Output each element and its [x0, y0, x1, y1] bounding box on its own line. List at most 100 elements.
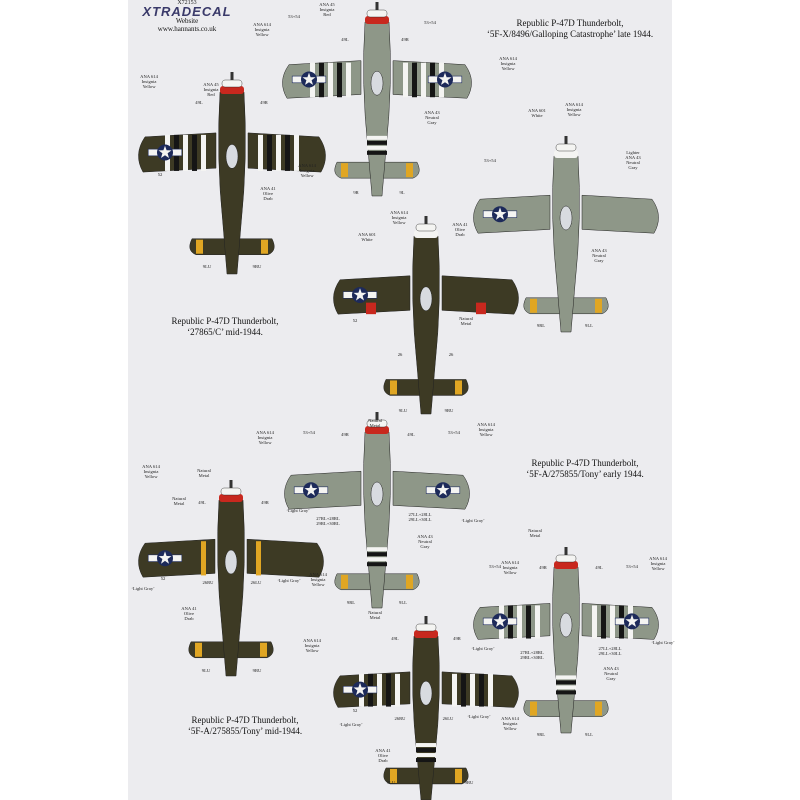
callout-lg-c3b: ‘Light Gray’	[467, 714, 491, 719]
callout-n49l-m2: 49L	[407, 432, 415, 437]
callout-n26-c1a: 26	[397, 352, 403, 357]
callout-a614-l3b: ANA 614 Insignia Yellow	[309, 572, 327, 587]
callout-n9ru-l3: 9RU	[252, 668, 262, 673]
plane-mid-2	[284, 412, 470, 609]
callout-a614-r3l: ANA 614 Insignia Yellow	[501, 560, 519, 575]
callout-n9lu-l1: 9LU	[202, 264, 212, 269]
callout-n9lu-c3: 9LU	[386, 780, 396, 785]
callout-n26ru-c3: 26RU	[394, 716, 406, 721]
callout-n53-54-top: 53+54	[288, 14, 300, 19]
callout-n53-54-r3r: 53+54	[626, 564, 638, 569]
callout-a614-r1: ANA 614 Insignia Yellow	[565, 102, 583, 117]
callout-n52-l1: 52	[157, 172, 163, 177]
callout-a614-m2r: ANA 614 Insignia Yellow	[477, 422, 495, 437]
callout-n53-54-top-r: 53+54	[424, 20, 436, 25]
callout-n49l-l3: 49L	[198, 500, 206, 505]
callout-codes-r3: 27RL+28RL 29RL+30RL	[520, 650, 544, 660]
callout-n52-c3: 52	[352, 708, 358, 713]
callout-codes-m2l: 27RL+28RL 29RL+30RL	[316, 516, 340, 526]
plane-center-3	[333, 616, 519, 800]
callout-n49l-top: 49L	[341, 37, 349, 42]
callout-lg-c3a: ‘Light Gray’	[339, 722, 363, 727]
callout-n49l-r3: 49L	[595, 565, 603, 570]
callout-n9lu-l3: 9LU	[201, 668, 211, 673]
callout-a614-top-l: ANA 614 Insignia Yellow	[253, 22, 271, 37]
callout-lg-r3r: ‘Light Gray’	[651, 640, 675, 645]
callout-a41-c1: ANA 41 Olive Drab	[452, 222, 468, 237]
product-code: X72153	[177, 0, 197, 6]
callout-n49r-l3: 49R	[261, 500, 269, 505]
callout-natural-l3a: Natural Metal	[197, 468, 211, 478]
website-label: Website	[175, 17, 199, 25]
callout-n49l-l1: 49L	[195, 100, 203, 105]
callout-lighter-r1: Lighter ANA 43 Neutral Gray	[625, 150, 641, 170]
plane-center-1	[333, 216, 519, 415]
callout-n26-c1b: 26	[448, 352, 454, 357]
callout-n26ru-l3: 26RU	[202, 580, 214, 585]
callout-n49r-top: 49R	[401, 37, 409, 42]
callout-codes-r3b: 27LL+28LL 29LL+30LL	[598, 646, 622, 656]
callout-n52-l3: 52	[160, 576, 166, 581]
callout-a614-c1: ANA 614 Insignia Yellow	[390, 210, 408, 225]
callout-natural-l3b: Natural Metal	[172, 496, 186, 506]
callout-n9l-top: 9L	[399, 190, 405, 195]
callout-n9r-top: 9R	[353, 190, 359, 195]
callout-a43-r1: ANA 43 Neutral Gray	[591, 248, 607, 263]
callout-a614-c3: ANA 614 Insignia Yellow	[303, 638, 321, 653]
callout-a41-l1: ANA 41 Olive Drab	[260, 186, 276, 201]
callout-a614-c3b: ANA 614 Insignia Yellow	[501, 716, 519, 731]
callout-a614-r3r: ANA 614 Insignia Yellow	[649, 556, 667, 571]
callout-a45-red-l1: ANA 45 Insignia Red	[203, 82, 219, 97]
callout-a614-m2l: ANA 614 Insignia Yellow	[256, 430, 274, 445]
callout-n9ll-r3: 9LL	[585, 732, 593, 737]
callout-natural-c3: Natural Metal	[368, 610, 382, 620]
callout-codes-m2r: 27LL+28LL 29LL+30LL	[408, 512, 432, 522]
callout-n53-54-m2l: 53+54	[303, 430, 315, 435]
callout-a601-c1: ANA 601 White	[358, 232, 376, 242]
callout-lg-l3b: ‘Light Gray’	[277, 578, 301, 583]
callout-a43-m2: ANA 43 Neutral Gray	[417, 534, 433, 549]
callout-n9rl-m2: 9RL	[346, 600, 356, 605]
callout-a614-top-mid: ANA 614 Insignia Yellow	[298, 163, 316, 178]
callout-n9rl-r3: 9RL	[536, 732, 546, 737]
callout-n9rl-r1: 9RL	[536, 323, 546, 328]
plane-top-center	[282, 2, 472, 197]
callout-n53-54-r3l: 53+54	[489, 564, 501, 569]
callout-n9ru-c1: 9RU	[444, 408, 454, 413]
title-tony-mid: Republic P-47D Thunderbolt, ‘5F-A/275855…	[187, 715, 303, 736]
plane-right-3	[473, 547, 659, 734]
callout-n53-54-r1: 53+54	[484, 158, 496, 163]
callout-natural-c1: Natural Metal	[459, 316, 473, 326]
callout-a43-gray-top: ANA 43 Neutral Gray	[424, 110, 440, 125]
plane-left-3	[138, 480, 324, 677]
callout-a41-l3: ANA 41 Olive Drab	[181, 606, 197, 621]
plane-right-1	[473, 136, 659, 333]
title-galloping-catastrophe: Republic P-47D Thunderbolt, ‘5F-X/8496/G…	[486, 18, 654, 39]
callout-a45-red-top: ANA 45 Insignia Red	[319, 2, 335, 17]
brand-logo: XTRADECAL	[142, 4, 232, 19]
website-url[interactable]: www.hannants.co.uk	[157, 25, 217, 33]
callout-n53-54-m2r: 53+54	[448, 430, 460, 435]
callout-n49r-m2: 49R	[341, 432, 349, 437]
callout-n9ru-c3: 9RU	[464, 780, 474, 785]
title-27865-c: Republic P-47D Thunderbolt, ‘27865/C’ mi…	[171, 316, 279, 337]
brand-block: X72153 XTRADECAL Website www.hannants.co…	[132, 0, 242, 33]
callout-n49r-l1: 49R	[260, 100, 268, 105]
callout-n49r-c3: 49R	[453, 636, 461, 641]
callout-n26lu-l3: 26LU	[250, 580, 262, 585]
callout-a614-l3: ANA 614 Insignia Yellow	[142, 464, 160, 479]
callout-lg-m2r: ‘Light Gray’	[461, 518, 485, 523]
callout-n9ll-m2: 9LL	[399, 600, 407, 605]
title-tony-early: Republic P-47D Thunderbolt, ‘5F-A/275855…	[526, 458, 644, 479]
callout-a614-l1: ANA 614 Insignia Yellow	[140, 74, 158, 89]
callout-a41-c3: ANA 41 Olive Drab	[375, 748, 391, 763]
callout-a614-top-r: ANA 614 Insignia Yellow	[499, 56, 517, 71]
callout-natural-m2: Natural Metal	[368, 418, 382, 428]
callout-n9lu-c1: 9LU	[398, 408, 408, 413]
callout-natural-r3: Natural Metal	[528, 528, 542, 538]
callout-n49r-r3: 49R	[539, 565, 547, 570]
callout-n9ru-l1: 9RU	[252, 264, 262, 269]
callout-n49l-c3: 49L	[391, 636, 399, 641]
callout-lg-l3a: ‘Light Gray’	[131, 586, 155, 591]
callout-a43-r3: ANA 43 Neutral Gray	[603, 666, 619, 681]
